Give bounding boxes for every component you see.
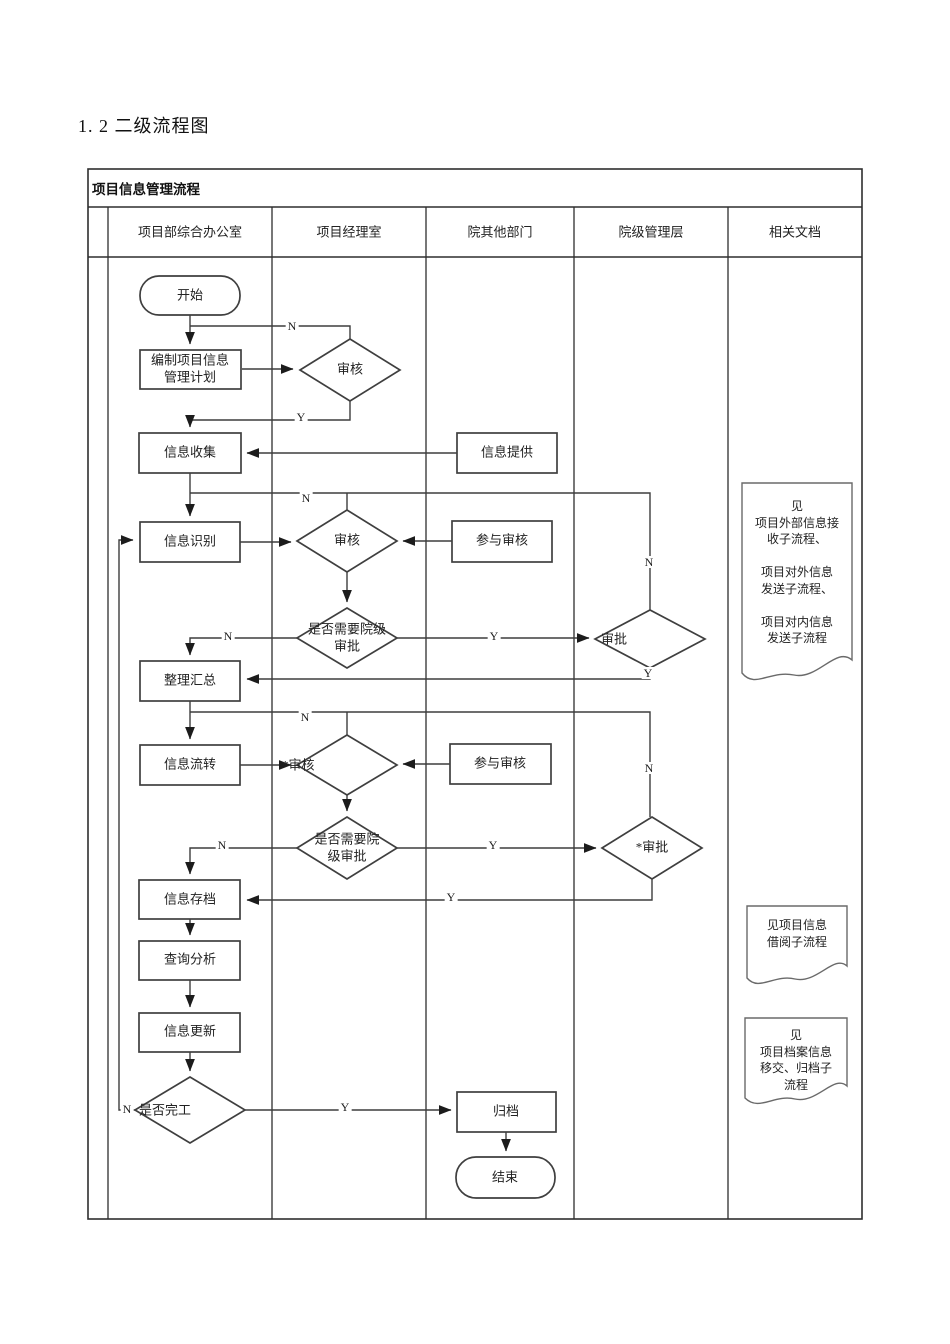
edge-need1-n (185, 637, 297, 656)
swimlane-grid (87, 168, 863, 1220)
node-label-collect: 信息收集 (163, 444, 217, 460)
node-label-approve1: 审批 (601, 631, 628, 647)
document-shapes (741, 482, 853, 1105)
branch-label-return2-n: N (298, 710, 312, 724)
node-flow (139, 744, 241, 786)
edge-approve2-y (246, 879, 653, 905)
branch-label-complete-y: Y (338, 1100, 352, 1114)
node-label-review1: 审核 (336, 361, 364, 377)
edge-approve1-y (246, 668, 651, 684)
node-label-file: 归档 (492, 1103, 520, 1119)
node-identify (139, 521, 241, 563)
node-label-need-approval1: 是否需要院级审批 (307, 621, 386, 653)
node-label-update: 信息更新 (163, 1023, 217, 1039)
node-review1 (298, 337, 402, 403)
node-approve2 (600, 815, 704, 881)
edge-need2-n (185, 847, 297, 875)
node-approve1 (593, 609, 707, 669)
node-file (456, 1091, 557, 1133)
branch-label-approve1-n: N (642, 555, 656, 569)
node-label-review3: *审核 (282, 757, 315, 773)
branch-label-complete-n: N (120, 1102, 134, 1116)
branch-label-need1-y: Y (487, 629, 501, 643)
node-join-review1 (451, 520, 553, 563)
diagram-frame (87, 168, 863, 1220)
node-plan (139, 349, 242, 390)
edge-review1-n (190, 325, 351, 339)
doc-shape-1 (741, 482, 853, 681)
lane-header-other-depts: 院其他部门 (467, 224, 533, 240)
branch-label-need2-n: N (215, 838, 229, 852)
node-collect (138, 432, 242, 474)
edge-review1-y (185, 401, 351, 428)
node-summarize (139, 660, 241, 702)
node-label-plan: 编制项目信息管理计划 (150, 352, 229, 384)
node-end (455, 1156, 556, 1199)
lane-header-docs: 相关文档 (768, 224, 822, 240)
node-label-flow: 信息流转 (163, 756, 217, 772)
lane-header-management: 院级管理层 (618, 224, 684, 240)
node-archive (138, 879, 241, 920)
branch-label-need1-n: N (221, 629, 235, 643)
node-label-start: 开始 (176, 287, 204, 303)
node-label-identify: 信息识别 (163, 533, 217, 549)
branch-label-need2-y: Y (486, 838, 500, 852)
branch-label-return1-n: N (299, 491, 313, 505)
edge-complete-n (118, 535, 135, 1111)
connectors (118, 315, 653, 1152)
page-title: 1. 2 二级流程图 (78, 116, 210, 136)
node-label-approve2: *审批 (635, 839, 669, 855)
branch-label-approve2-n: N (642, 761, 656, 775)
doc-text-3: 见 项目档案信息 移交、归档子 流程 (759, 1028, 832, 1092)
node-review2 (295, 508, 399, 574)
doc-shape-2 (746, 905, 848, 985)
node-query (138, 940, 241, 981)
doc-text-2: 见项目信息 借阅子流程 (766, 918, 827, 949)
node-label-complete: 是否完工 (139, 1102, 192, 1118)
node-label-join-review1: 参与审核 (475, 532, 529, 548)
node-complete (133, 1076, 247, 1144)
node-provide (456, 432, 558, 474)
node-review3 (295, 734, 399, 796)
doc-text-1: 见 项目外部信息接 收子流程、 项目对外信息 发送子流程、 项目对内信息 发送子… (754, 499, 839, 646)
node-label-query: 查询分析 (163, 951, 217, 967)
node-label-summarize: 整理汇总 (163, 672, 217, 688)
node-update (138, 1012, 241, 1053)
node-label-join-review2: 参与审核 (473, 755, 527, 771)
doc-shape-3 (744, 1017, 848, 1105)
node-label-review2: 审核 (333, 532, 361, 548)
node-label-end: 结束 (491, 1169, 519, 1185)
diagram-title: 项目信息管理流程 (92, 182, 200, 197)
node-label-archive: 信息存档 (163, 891, 217, 907)
edge-return2 (190, 711, 651, 817)
nodes (133, 275, 707, 1199)
node-label-provide: 信息提供 (480, 444, 534, 460)
branch-label-approve1-y: Y (641, 666, 655, 680)
edge-return1 (190, 492, 651, 610)
node-start (139, 275, 241, 316)
lane-header-pm: 项目经理室 (316, 224, 382, 240)
node-join-review2 (449, 743, 552, 785)
branch-label-review1-y: Y (294, 410, 308, 424)
node-need-approval2 (295, 815, 399, 881)
branch-label-approve2-y: Y (444, 890, 458, 904)
node-need-approval1 (295, 607, 399, 669)
branch-label-review1-n: N (285, 319, 299, 333)
lane-header-office: 项目部综合办公室 (137, 224, 243, 240)
node-label-need-approval2: 是否需要院级审批 (314, 831, 380, 863)
